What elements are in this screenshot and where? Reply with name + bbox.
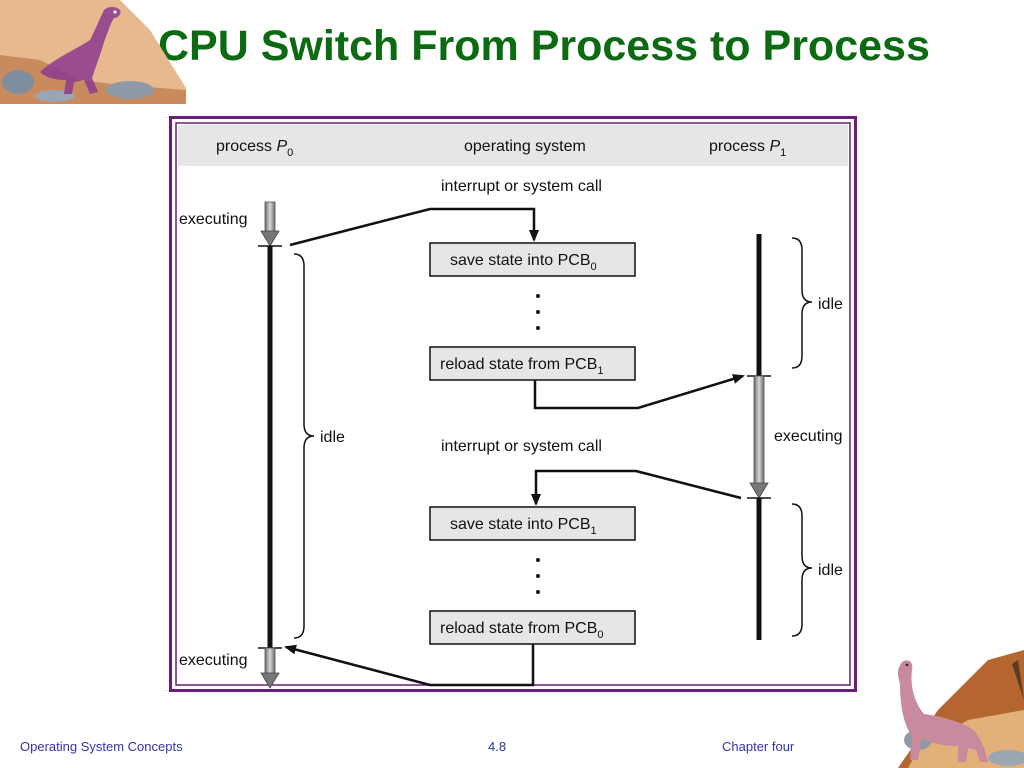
header-operating-system: operating system	[464, 138, 586, 155]
p0-exec-arrow-bottom-icon	[260, 672, 280, 689]
svg-text:reload state from PCB1: reload state from PCB1	[440, 356, 604, 377]
slide-title: CPU Switch From Process to Process	[158, 22, 930, 70]
footer-left: Operating System Concepts	[20, 739, 183, 754]
p1-idle-bottom-label: idle	[818, 562, 843, 579]
box-reload-pcb1: reload state from PCB1	[429, 346, 636, 381]
box-save-pcb1: save state into PCB1	[429, 506, 636, 541]
p0-exec-bar-bottom	[264, 647, 276, 675]
footer-right: Chapter four	[722, 739, 795, 754]
box-reload-pcb0: reload state from PCB0	[429, 610, 636, 645]
p1-exec-arrow-icon	[749, 482, 769, 499]
p0-executing-top-label: executing	[179, 211, 248, 228]
p1-exec-bar	[753, 375, 765, 485]
p1-idle-top-label: idle	[818, 296, 843, 313]
p1-idle-brace-top	[791, 237, 813, 369]
p0-exec-bar-top	[264, 201, 276, 233]
p0-timeline	[258, 201, 282, 689]
box-save-pcb0: save state into PCB0	[429, 242, 636, 277]
p1-idle-brace-bottom	[791, 503, 813, 637]
ellipsis-dots-upper	[536, 294, 540, 330]
interrupt-label-middle: interrupt or system call	[441, 438, 602, 455]
dinosaur-corner-bottom-right-icon	[898, 650, 1024, 768]
footer-page-number: 4.8	[488, 739, 507, 754]
p1-executing-label: executing	[774, 428, 843, 445]
svg-text:save state into PCB1: save state into PCB1	[450, 516, 597, 537]
p0-exec-arrow-top-icon	[260, 230, 280, 247]
arrow-os-to-p0-exec	[284, 644, 535, 687]
dinosaur-corner-top-left-icon	[0, 0, 186, 104]
svg-text:reload state from PCB0: reload state from PCB0	[440, 620, 604, 641]
diagram-inner-border	[175, 122, 851, 686]
header-process-p0: process P0	[216, 138, 293, 159]
p1-timeline	[747, 234, 771, 640]
header-band	[178, 125, 848, 166]
p0-idle-brace	[293, 253, 315, 639]
arrow-p1-to-os-save	[531, 469, 742, 506]
arrow-os-to-p1-exec	[533, 374, 745, 410]
svg-text:save state into PCB0: save state into PCB0	[450, 252, 597, 273]
p0-executing-bottom-label: executing	[179, 652, 248, 669]
ellipsis-dots-lower	[536, 558, 540, 594]
p0-idle-label: idle	[320, 429, 345, 446]
interrupt-label-top: interrupt or system call	[441, 178, 602, 195]
header-process-p1: process P1	[709, 138, 786, 159]
diagram-frame	[169, 116, 857, 692]
arrow-p0-to-os-save	[289, 207, 539, 247]
